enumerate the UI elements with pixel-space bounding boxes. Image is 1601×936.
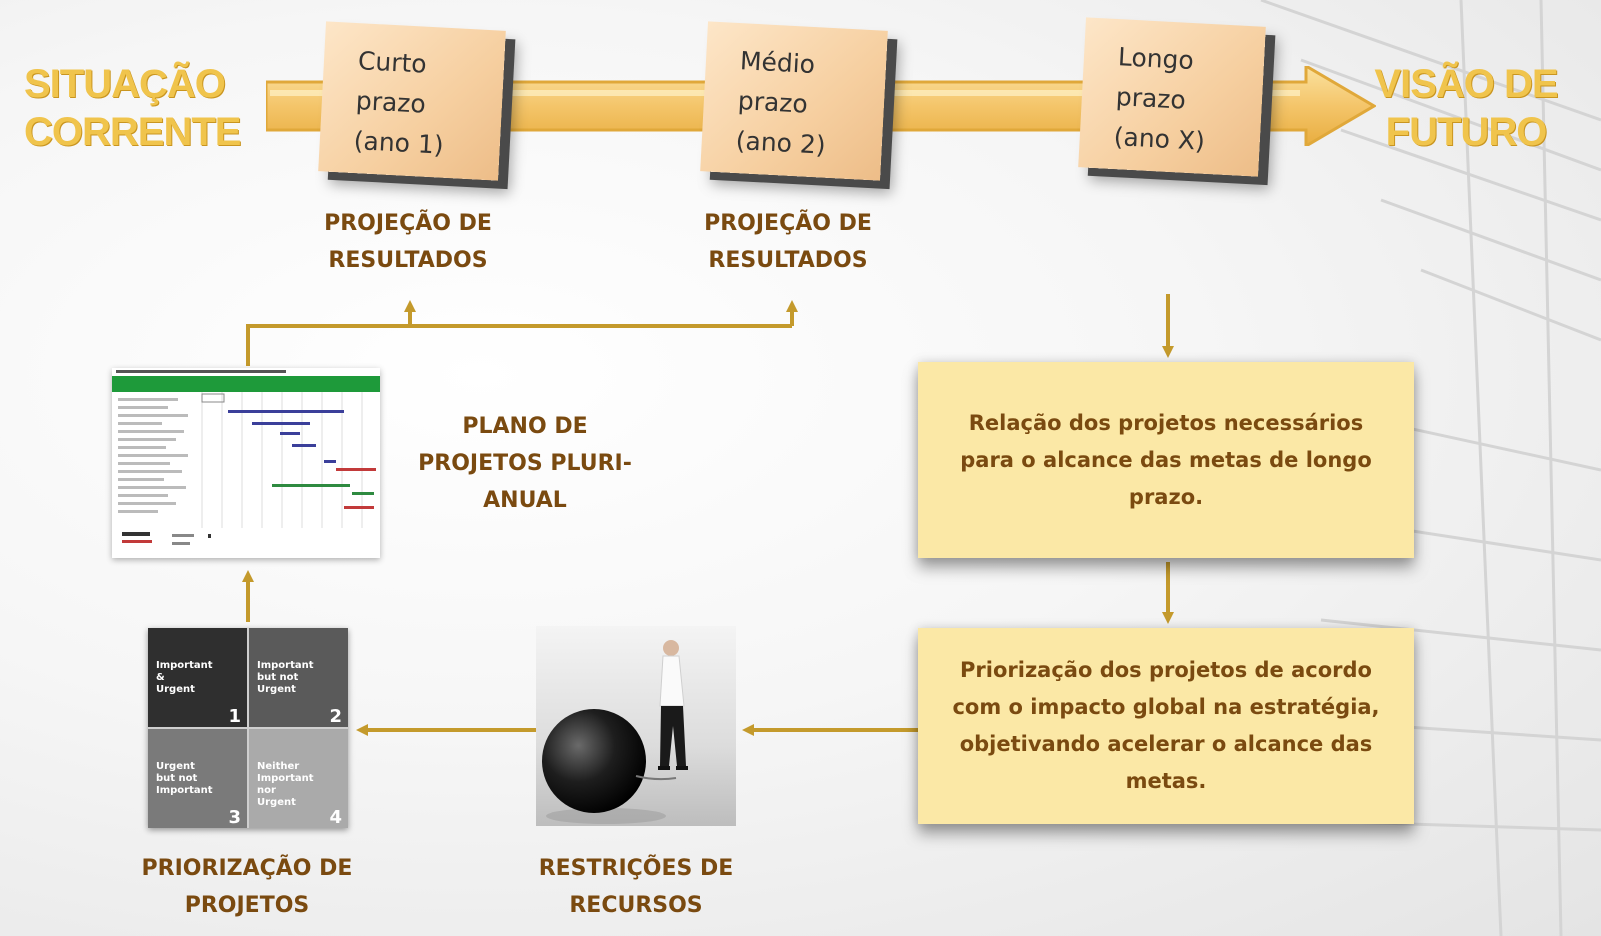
current-situation-line2: CORRENTE bbox=[24, 110, 241, 154]
matrix-q1-number: 1 bbox=[228, 706, 241, 727]
restrictions-label-line2: RECURSOS bbox=[569, 893, 703, 918]
matrix-q3-text: Urgent but not Important bbox=[156, 761, 213, 796]
man-with-ball-illustration bbox=[542, 640, 688, 824]
gantt-chart-graphic bbox=[112, 368, 380, 545]
projection-1-line1: PROJEÇÃO DE bbox=[324, 211, 492, 236]
matrix-quadrant-3: Urgent but not Important 3 bbox=[148, 729, 247, 828]
current-situation-line1: SITUAÇÃO bbox=[24, 62, 226, 106]
projects-list-note: Relação dos projetos necessários para o … bbox=[918, 362, 1414, 558]
plan-line3: ANUAL bbox=[483, 488, 567, 513]
future-vision-line1: VISÃO DE bbox=[1374, 62, 1558, 106]
projection-2-line1: PROJEÇÃO DE bbox=[704, 211, 872, 236]
current-situation-title: SITUAÇÃO CORRENTE bbox=[24, 60, 241, 156]
gantt-chart-thumbnail bbox=[112, 368, 380, 558]
restrictions-label: RESTRIÇÕES DE RECURSOS bbox=[516, 850, 756, 924]
short-term-card: Curto prazo (ano 1) bbox=[318, 21, 506, 181]
priority-matrix: Important & Urgent 1 Important but not U… bbox=[148, 628, 348, 828]
long-term-line3: (ano X) bbox=[1113, 122, 1206, 156]
projection-2-line2: RESULTADOS bbox=[708, 248, 868, 273]
projection-label-1: PROJEÇÃO DE RESULTADOS bbox=[298, 205, 518, 279]
short-term-line3: (ano 1) bbox=[353, 126, 445, 160]
plan-label: PLANO DE PROJETOS PLURI- ANUAL bbox=[400, 408, 650, 519]
prioritization-note: Priorização dos projetos de acordo com o… bbox=[918, 628, 1414, 824]
prioritization-label: PRIORIZAÇÃO DE PROJETOS bbox=[122, 850, 372, 924]
ball-and-chain-photo bbox=[536, 626, 736, 826]
matrix-q4-text: Neither Important nor Urgent bbox=[257, 761, 314, 808]
long-term-card: Longo prazo (ano X) bbox=[1078, 17, 1266, 177]
medium-term-line3: (ano 2) bbox=[735, 126, 827, 160]
matrix-q2-text: Important but not Urgent bbox=[257, 660, 314, 695]
matrix-q4-number: 4 bbox=[329, 807, 342, 828]
medium-term-card: Médio prazo (ano 2) bbox=[700, 21, 888, 181]
prioritization-label-line2: PROJETOS bbox=[184, 893, 310, 918]
projects-list-text: Relação dos projetos necessários para o … bbox=[960, 410, 1372, 509]
restrictions-label-line1: RESTRIÇÕES DE bbox=[538, 856, 734, 881]
prioritization-label-line1: PRIORIZAÇÃO DE bbox=[141, 856, 353, 881]
prioritization-text: Priorização dos projetos de acordo com o… bbox=[952, 658, 1380, 793]
matrix-quadrant-2: Important but not Urgent 2 bbox=[249, 628, 348, 727]
matrix-q2-number: 2 bbox=[329, 706, 342, 727]
projection-label-2: PROJEÇÃO DE RESULTADOS bbox=[678, 205, 898, 279]
future-vision-title: VISÃO DE FUTURO bbox=[1368, 60, 1564, 156]
future-vision-line2: FUTURO bbox=[1385, 110, 1548, 154]
plan-line2: PROJETOS PLURI- bbox=[418, 451, 632, 476]
matrix-q3-number: 3 bbox=[228, 807, 241, 828]
matrix-q1-text: Important & Urgent bbox=[156, 660, 213, 695]
matrix-quadrant-4: Neither Important nor Urgent 4 bbox=[249, 729, 348, 828]
projection-1-line2: RESULTADOS bbox=[328, 248, 488, 273]
matrix-quadrant-1: Important & Urgent 1 bbox=[148, 628, 247, 727]
plan-line1: PLANO DE bbox=[462, 414, 588, 439]
